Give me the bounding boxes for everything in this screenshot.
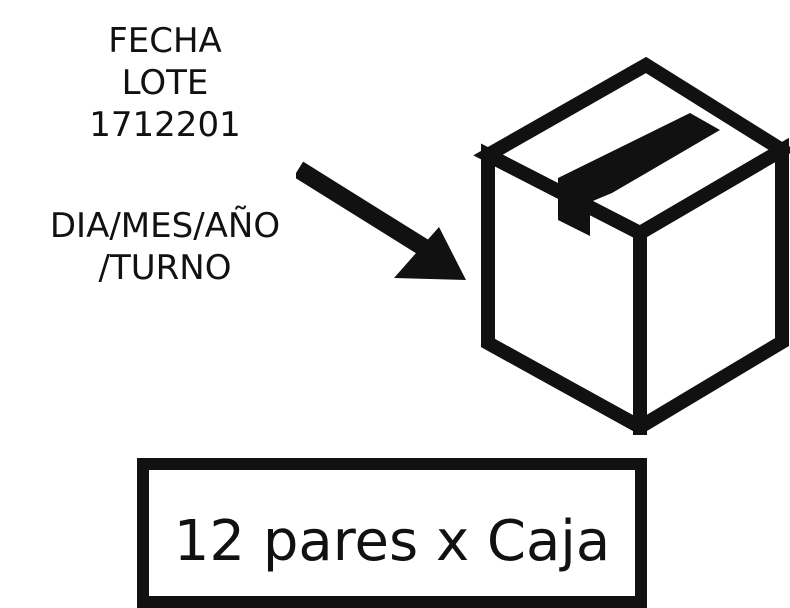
label-line-lot-number: 1712201 — [89, 105, 241, 145]
batch-label: FECHA LOTE 1712201 — [10, 20, 320, 146]
caption-text: 12 pares x Caja — [173, 509, 611, 574]
label-line-fecha: FECHA — [108, 21, 222, 61]
date-format-label: DIA/MES/AÑO /TURNO — [10, 205, 320, 289]
caption-box: 12 pares x Caja — [137, 458, 647, 608]
label-line-lote: LOTE — [121, 63, 209, 103]
arrow-right-down-icon — [296, 161, 466, 280]
format-line-shift: /TURNO — [98, 248, 232, 288]
package-box-icon — [473, 56, 790, 435]
format-line-date: DIA/MES/AÑO — [49, 206, 281, 246]
